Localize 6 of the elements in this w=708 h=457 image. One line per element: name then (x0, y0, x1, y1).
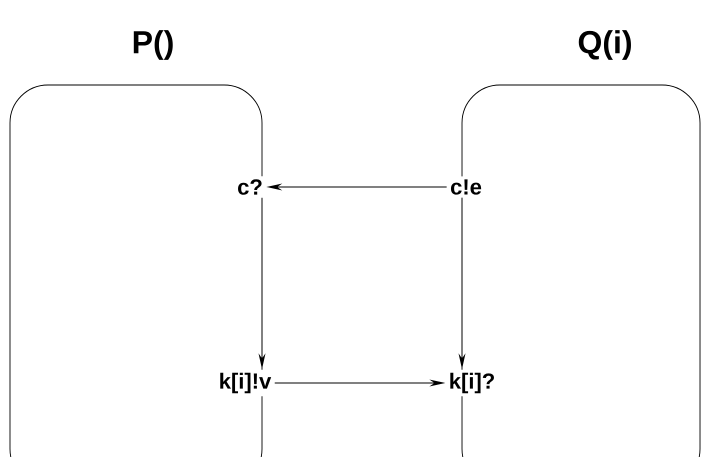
node-label: P() (134, 30, 173, 60)
state-label: k[i]? (446, 370, 498, 396)
state-label: c!e (447, 176, 485, 198)
node-label: Q(i) (578, 30, 631, 60)
state-label: c? (234, 176, 266, 198)
state-label: k[i]!v (216, 370, 274, 396)
